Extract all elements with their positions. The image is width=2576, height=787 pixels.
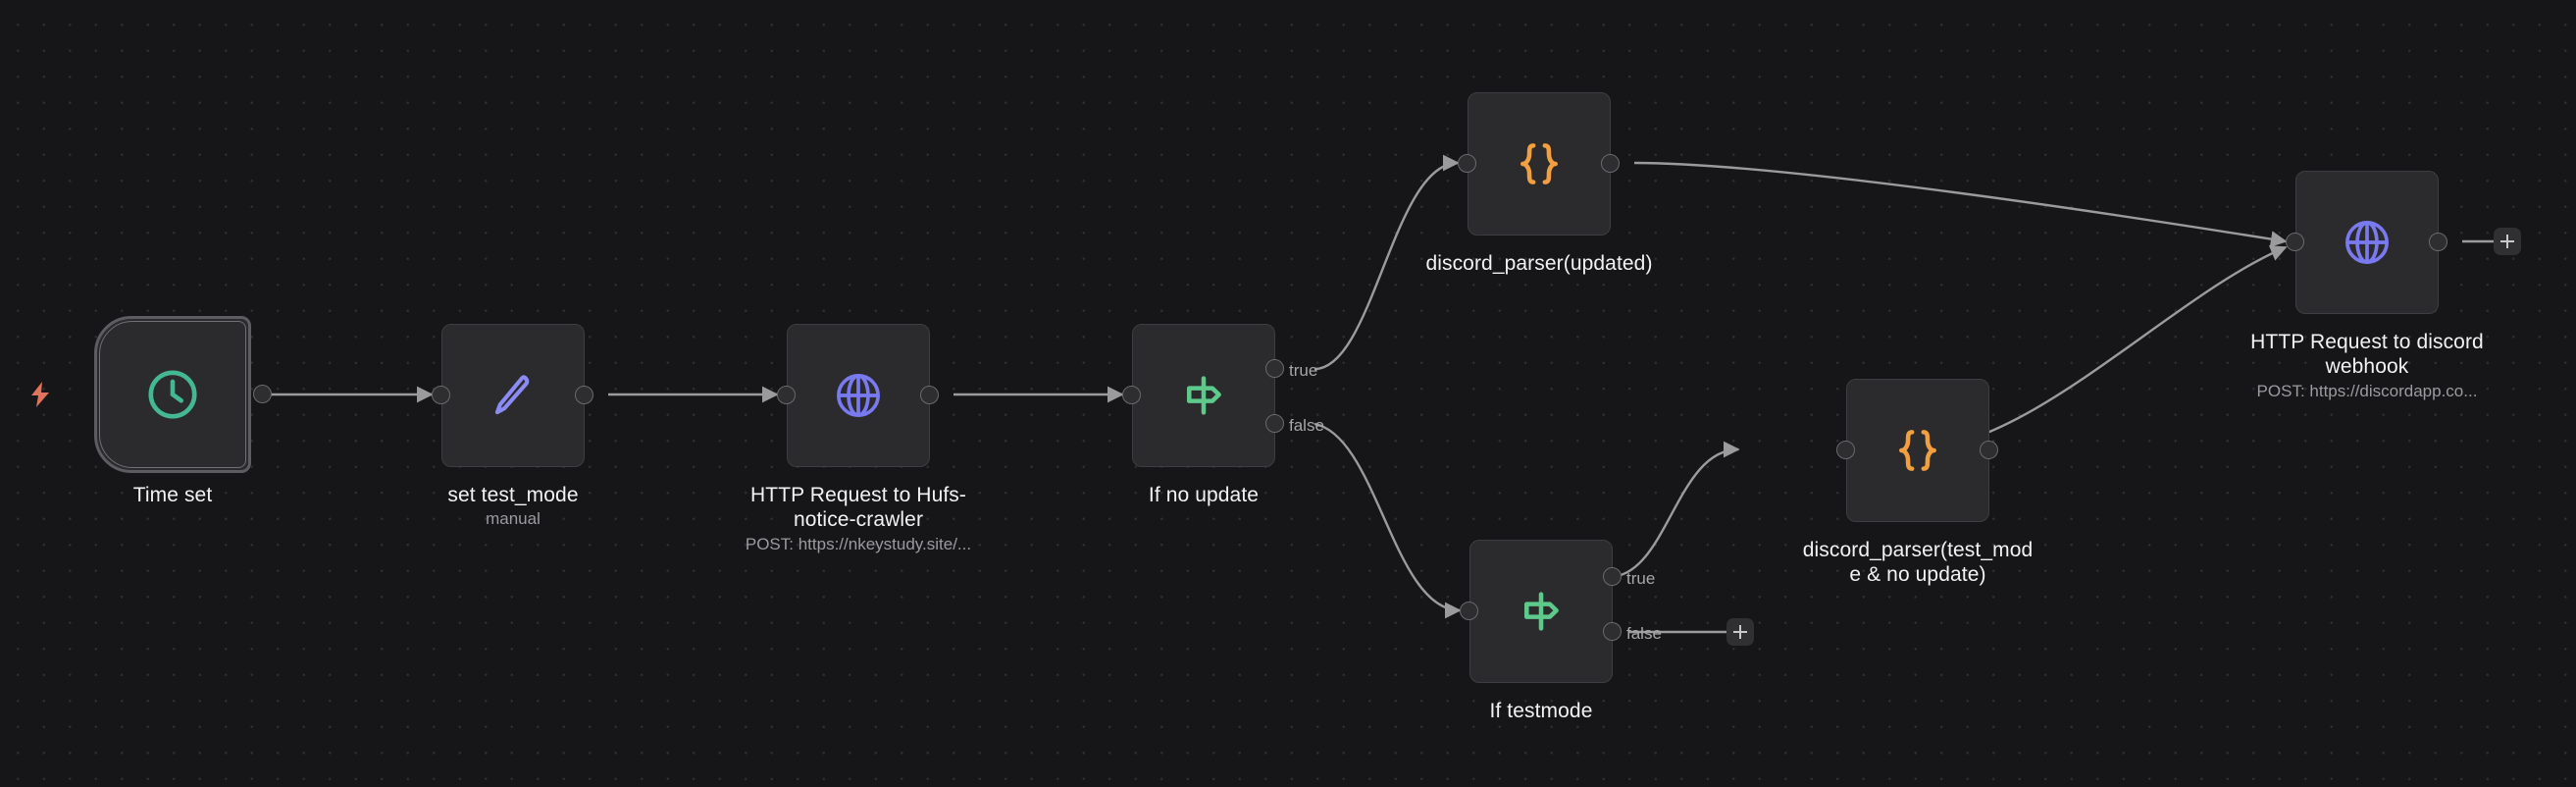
port-out-set-test-mode[interactable] [575,386,593,404]
port-out-if-no-update-true[interactable] [1265,359,1284,378]
node-label-if-testmode: If testmode [1489,700,1593,722]
plus-icon-vertical [1738,625,1742,639]
port-label-if-testmode-true: true [1626,569,1656,588]
port-in-discord-parser-updated[interactable] [1458,154,1476,173]
node-sublabel-http-request-hufs: POST: https://nkeystudy.site/... [745,535,972,553]
node-if-no-update[interactable] [1132,324,1275,467]
port-out-http-request-hufs[interactable] [920,386,939,404]
node-sublabel-http-request-discord: POST: https://discordapp.co... [2256,382,2478,400]
globe-icon [2342,217,2393,268]
globe-icon [833,370,884,421]
port-out-discord-parser-updated[interactable] [1601,154,1620,173]
port-out-if-testmode-true[interactable] [1603,567,1622,586]
node-label-discord-parser-testmode: discord_parser(test_mod e & no update) [1802,539,2034,586]
node-label-if-no-update: If no update [1148,484,1260,506]
port-in-if-no-update[interactable] [1122,386,1141,404]
code-braces-icon [1514,138,1565,189]
add-node-button-if-testmode-false[interactable] [1726,618,1754,646]
pencil-icon [488,370,539,421]
code-braces-icon [1892,425,1943,476]
node-if-testmode[interactable] [1469,540,1613,683]
node-http-request-hufs[interactable] [787,324,930,467]
port-out-if-no-update-false[interactable] [1265,414,1284,433]
signpost-icon [1516,586,1567,637]
node-label-discord-parser-updated: discord_parser(updated) [1425,252,1653,275]
signpost-icon [1178,370,1229,421]
clock-icon [144,366,201,423]
port-label-if-no-update-true: true [1289,361,1318,380]
port-out-http-request-discord[interactable] [2429,233,2447,251]
node-sublabel-set-test-mode: manual [486,509,541,528]
edge-iftestmode-true-to-parsertestmode [1608,441,1740,579]
node-label-http-request-discord: HTTP Request to discord webhook [2250,331,2484,378]
port-in-http-request-discord[interactable] [2286,233,2304,251]
port-in-set-test-mode[interactable] [432,386,450,404]
node-label-time-set: Time set [132,484,213,506]
port-in-if-testmode[interactable] [1460,602,1478,620]
node-set-test-mode[interactable] [441,324,585,467]
edge-parserupdated-to-httpdiscord [1633,161,2288,247]
port-label-if-testmode-false: false [1626,624,1662,643]
node-discord-parser-testmode[interactable] [1846,379,1989,522]
port-out-time-set[interactable] [253,385,272,403]
port-in-discord-parser-testmode[interactable] [1836,441,1855,459]
edge-ifnoupdate-false-to-iftestmode [1314,422,1462,619]
lightning-bolt-icon [28,381,52,413]
node-label-set-test-mode: set test_mode [447,484,579,506]
node-label-http-request-hufs: HTTP Request to Hufs- notice-crawler [750,484,966,531]
add-node-button-http-discord[interactable] [2494,228,2521,255]
node-http-request-discord[interactable] [2295,171,2439,314]
port-out-if-testmode-false[interactable] [1603,622,1622,641]
port-out-discord-parser-testmode[interactable] [1980,441,1998,459]
port-in-http-request-hufs[interactable] [777,386,796,404]
plus-icon-vertical [2505,235,2509,248]
node-time-set[interactable] [94,316,251,473]
port-label-if-no-update-false: false [1289,416,1324,435]
node-discord-parser-updated[interactable] [1468,92,1611,236]
